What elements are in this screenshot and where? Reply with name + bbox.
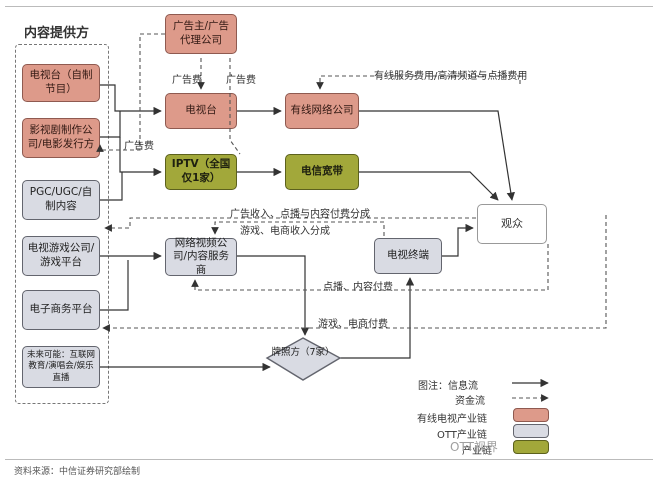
label-ad-income: 广告收入、点播与内容付费分成 <box>230 209 370 220</box>
node-audience: 观众 <box>477 204 547 244</box>
node-iptv: IPTV（全国仅1家） <box>165 154 237 190</box>
bottom-rule <box>5 459 653 460</box>
legend-swatch-ott <box>513 424 549 438</box>
top-rule <box>5 6 653 7</box>
content-provider-group <box>15 44 109 404</box>
label-game-payment: 游戏、电商付费 <box>318 319 388 330</box>
label-cable-fees: 有线服务费用/高清频道与点播费用 <box>374 71 528 82</box>
node-tv-terminal: 电视终端 <box>374 238 442 274</box>
provider-film-companies: 影视剧制作公司/电影发行方 <box>22 118 100 158</box>
legend-cable-chain: 有线电视产业链 <box>417 414 487 425</box>
provider-pgc-ugc: PGC/UGC/自制内容 <box>22 180 100 220</box>
source-note: 资料来源：中信证券研究部绘制 <box>14 467 141 477</box>
provider-tv-station: 电视台（自制节目） <box>22 64 100 102</box>
provider-ecommerce: 电子商务平台 <box>22 290 100 330</box>
node-cable-company: 有线网络公司 <box>285 93 359 129</box>
node-advertiser: 广告主/广告代理公司 <box>165 14 237 54</box>
legend-info-flow: 图注：信息流 <box>418 381 478 392</box>
watermark: OTT视界 <box>450 440 498 454</box>
legend-ott-chain: OTT产业链 <box>437 430 487 441</box>
provider-future: 未来可能：互联网教育/演唱会/娱乐直播 <box>22 346 100 388</box>
legend-swatch-iptv <box>513 440 549 454</box>
node-online-video: 网络视频公司/内容服务商 <box>165 237 237 276</box>
provider-game-companies: 电视游戏公司/游戏平台 <box>22 236 100 276</box>
label-ad-fee-2: 广告费 <box>226 75 256 86</box>
legend-other-chain: 产业链 <box>462 446 492 457</box>
node-license-holder: 牌照方（7家） <box>271 347 335 358</box>
node-telecom-broadband: 电信宽带 <box>285 154 359 190</box>
legend-fund-flow: 资金流 <box>455 396 485 407</box>
label-game-income: 游戏、电商收入分成 <box>240 226 330 237</box>
label-ad-fee-3: 广告费 <box>124 141 154 152</box>
section-title: 内容提供方 <box>24 26 90 41</box>
node-tv-station: 电视台 <box>165 93 237 129</box>
legend-swatch-cable <box>513 408 549 422</box>
label-vod-payment: 点播、内容付费 <box>323 282 393 293</box>
label-ad-fee-1: 广告费 <box>172 75 202 86</box>
